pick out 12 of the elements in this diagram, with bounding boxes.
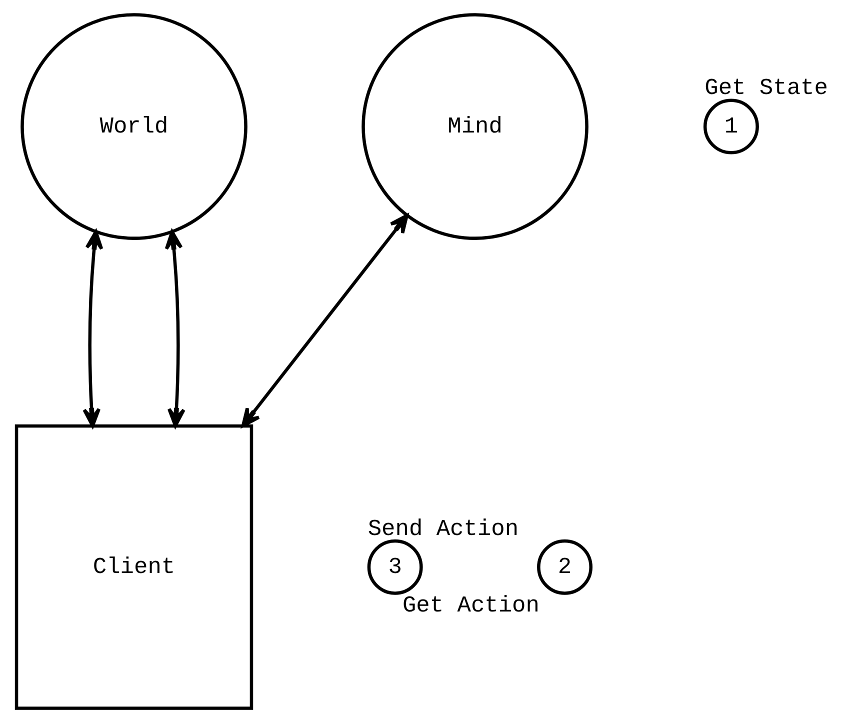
node-circle: Mind (361, 13, 588, 240)
node-box: Client (14, 424, 253, 710)
arrow (164, 230, 185, 428)
node-circle: 1 (702, 98, 758, 154)
node-circle: World (20, 13, 247, 240)
node-label: Get State (704, 75, 828, 102)
arrow (82, 230, 103, 428)
node-label: Send Action (367, 516, 518, 542)
node-label: Get Action (402, 592, 539, 618)
node-circle: 3 (366, 539, 422, 595)
node-circle: 2 (536, 539, 592, 595)
arrow (240, 214, 408, 428)
